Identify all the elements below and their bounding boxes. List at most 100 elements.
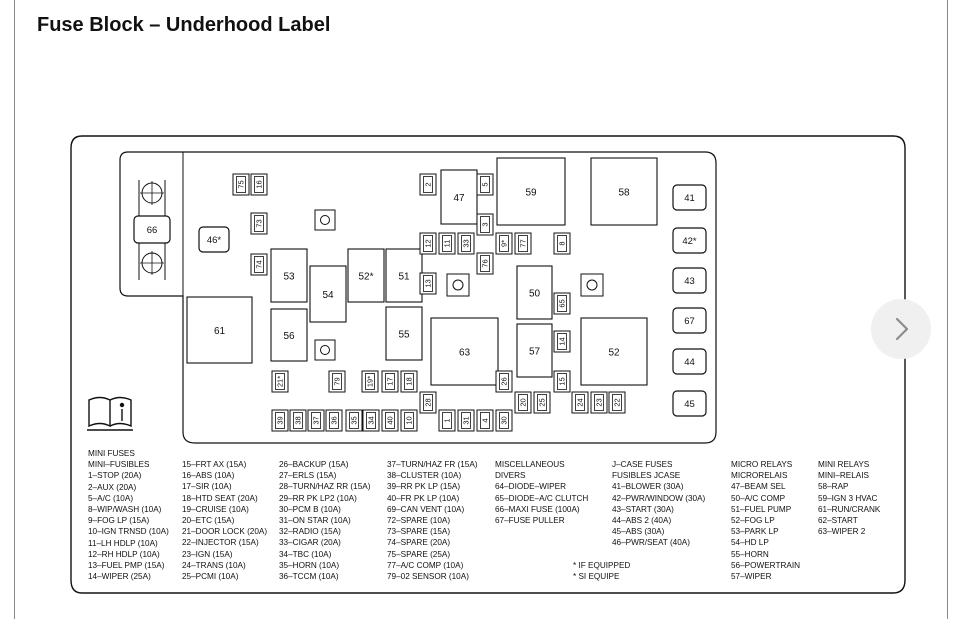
mini-fuse-label: 35 bbox=[350, 416, 359, 424]
mini-fuse: 25 bbox=[533, 391, 551, 414]
relay-label: 61 bbox=[214, 326, 226, 337]
mini-fuse: 21* bbox=[271, 370, 289, 393]
mini-fuse-label: 5 bbox=[481, 182, 490, 186]
mini-fuse-label: 20 bbox=[519, 398, 528, 406]
legend-line: MICRO RELAYS bbox=[731, 460, 793, 469]
legend-line: 61–RUN/CRANK bbox=[818, 504, 881, 514]
jcase-fuse-box: 44 bbox=[672, 348, 707, 375]
mini-fuse-label: 4 bbox=[481, 418, 490, 422]
relay-box: 51 bbox=[385, 248, 423, 303]
mini-fuse-label: 77 bbox=[519, 239, 528, 247]
legend-line: 59–IGN 3 HVAC bbox=[818, 493, 878, 503]
legend-line: 16–ABS (10A) bbox=[182, 471, 235, 481]
mini-fuse-label: 24 bbox=[576, 398, 585, 406]
mini-fuse: 9* bbox=[495, 232, 513, 255]
legend-line: 9–FOG LP (15A) bbox=[88, 516, 150, 526]
mini-fuse-label: 11 bbox=[443, 240, 452, 248]
legend-line: * SI EQUIPE bbox=[573, 572, 620, 582]
legend-line: 51–FUEL PUMP bbox=[731, 504, 792, 514]
legend-line: 44–ABS 2 (40A) bbox=[612, 515, 672, 525]
relay-label: 54 bbox=[322, 290, 334, 301]
legend-line: 18–HTD SEAT (20A) bbox=[182, 493, 258, 503]
mini-fuse-label: 36 bbox=[330, 416, 339, 424]
chevron-right-icon bbox=[895, 317, 909, 341]
legend-line: MINI FUSES bbox=[88, 449, 135, 458]
mini-fuse-label: 14 bbox=[558, 337, 567, 345]
relay-box: 61 bbox=[186, 296, 253, 364]
relay-box: 53 bbox=[270, 248, 308, 303]
mini-fuse-label: 30 bbox=[500, 416, 509, 424]
relay-label: 52 bbox=[608, 348, 620, 359]
legend-line: 28–TURN/HAZ RR (15A) bbox=[279, 482, 371, 492]
mini-fuse: 20 bbox=[514, 391, 532, 414]
mini-fuse: 34 bbox=[362, 409, 380, 432]
relay-label: 58 bbox=[618, 188, 630, 199]
mini-fuse-label: 18 bbox=[405, 377, 414, 385]
jcase-fuse-label: 66 bbox=[147, 225, 158, 236]
mini-fuse: 3 bbox=[476, 213, 494, 236]
relay-box: 52 bbox=[580, 317, 648, 386]
mini-fuse-label: 65 bbox=[558, 299, 567, 307]
legend-line: MISCELLANEOUS bbox=[495, 460, 565, 469]
jcase-fuse-label: 42* bbox=[682, 236, 697, 247]
page-title: Fuse Block – Underhood Label bbox=[37, 14, 331, 36]
mini-fuse: 10 bbox=[400, 409, 418, 432]
legend-line: 41–BLOWER (30A) bbox=[612, 482, 684, 492]
label-outline bbox=[70, 135, 906, 594]
legend-line: 8–WIP/WASH (10A) bbox=[88, 504, 162, 514]
jcase-fuse-label: 44 bbox=[684, 357, 695, 368]
legend-line: 56–POWERTRAIN bbox=[731, 560, 801, 570]
mini-fuse-label: 1 bbox=[443, 418, 452, 422]
mini-fuse: 40 bbox=[381, 409, 399, 432]
legend-line: 53–PARK LP bbox=[731, 527, 779, 537]
legend-line: 54–HD LP bbox=[731, 538, 769, 548]
jcase-fuse-box: 67 bbox=[672, 307, 707, 334]
legend-line: FUSIBLES JCASE bbox=[612, 471, 681, 481]
mini-fuse-label: 12 bbox=[424, 239, 433, 247]
manual-book-icon bbox=[87, 396, 133, 431]
mini-fuse: 14 bbox=[553, 330, 571, 353]
jcase-fuse-label: 46* bbox=[207, 235, 222, 246]
legend-line: 21–DOOR LOCK (20A) bbox=[182, 527, 268, 537]
legend-line: 77–A/C COMP (10A) bbox=[387, 560, 464, 570]
legend-line: 5–A/C (10A) bbox=[88, 493, 134, 503]
relay-box: 52* bbox=[347, 248, 385, 303]
legend-line: MINI–RELAIS bbox=[818, 471, 869, 481]
mini-fuse: 36 bbox=[325, 409, 343, 432]
legend-line: 75–SPARE (25A) bbox=[387, 549, 451, 559]
mini-fuse: 33 bbox=[457, 232, 475, 255]
legend-line: 13–FUEL PMP (15A) bbox=[88, 560, 165, 570]
mini-fuse: 37 bbox=[307, 409, 325, 432]
mini-fuse: 30 bbox=[495, 409, 513, 432]
mini-fuse: 76 bbox=[476, 252, 494, 275]
mini-fuse: 8 bbox=[553, 232, 571, 255]
mini-fuse-label: 9* bbox=[500, 240, 509, 247]
legend-line: 20–ETC (15A) bbox=[182, 515, 235, 525]
legend-line: 10–IGN TRNSD (10A) bbox=[88, 527, 169, 537]
mini-fuse: 38 bbox=[289, 409, 307, 432]
mini-fuse: 11 bbox=[438, 232, 456, 255]
legend-line: 45–ABS (30A) bbox=[612, 527, 665, 537]
legend-line: 31–ON STAR (10A) bbox=[279, 515, 351, 525]
jcase-fuse-label: 41 bbox=[684, 193, 695, 204]
mini-fuse: 26 bbox=[495, 370, 513, 393]
jcase-fuse-label: 43 bbox=[684, 276, 695, 287]
mini-fuse-label: 10 bbox=[405, 416, 414, 424]
mini-fuse-label: 8 bbox=[558, 241, 567, 245]
relay-box: 55 bbox=[385, 306, 423, 361]
legend-line: * IF EQUIPPED bbox=[573, 561, 631, 570]
next-slide-button[interactable] bbox=[871, 299, 931, 359]
legend-miscellaneous: MISCELLANEOUS DIVERS 64–DIODE–WIPER 65–D… bbox=[495, 459, 588, 526]
legend-line: 39–RR PK LP (15A) bbox=[387, 482, 461, 492]
legend-line: 72–SPARE (10A) bbox=[387, 515, 451, 525]
legend-line: 2–AUX (20A) bbox=[88, 482, 137, 492]
relay-label: 59 bbox=[525, 188, 537, 199]
relay-label: 51 bbox=[398, 272, 410, 283]
legend-line: 25–PCMI (10A) bbox=[182, 571, 239, 581]
jcase-fuse-box: 43 bbox=[672, 267, 707, 294]
legend-line: 17–SIR (10A) bbox=[182, 482, 232, 492]
legend-line: MINI–FUSIBLES bbox=[88, 460, 150, 470]
mini-fuse-label: 34 bbox=[367, 416, 376, 424]
mini-fuse: 28 bbox=[419, 391, 437, 414]
